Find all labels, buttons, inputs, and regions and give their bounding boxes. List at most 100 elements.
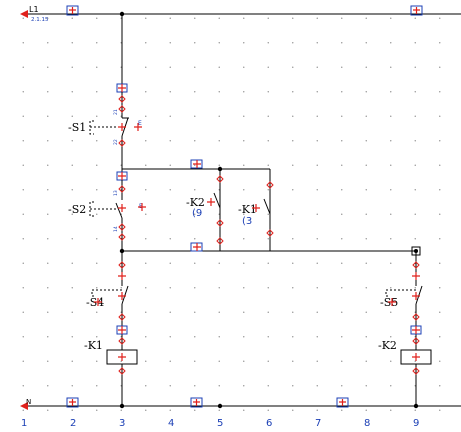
cross-icon: [412, 326, 420, 334]
column-number: 9: [413, 418, 419, 429]
k2-blade: [213, 192, 221, 209]
diamond-icon: [412, 367, 420, 375]
cross-icon: [118, 204, 126, 212]
diamond-icon: [266, 229, 274, 237]
cross-icon: [252, 204, 260, 212]
k1-coil-label: -K1: [84, 339, 103, 352]
diamond-icon: [266, 181, 274, 189]
s2-actuator-icon: [89, 201, 118, 217]
diamond-icon: [118, 233, 126, 241]
top-rail-arrow-icon: [20, 10, 28, 18]
cross-icon: [118, 172, 126, 180]
cross-icon: [118, 292, 126, 300]
k1-contact-ref: (3: [242, 216, 252, 227]
coil-k2[interactable]: -K2: [378, 339, 432, 365]
cross-icon: [118, 123, 126, 131]
s2-pin-bottom: 14: [113, 226, 119, 232]
cross-icon: [207, 198, 215, 206]
top-rail-label: L1: [29, 5, 39, 14]
column-number: 6: [266, 418, 272, 429]
switch-s2[interactable]: -S2 13 14 E: [68, 180, 143, 238]
diamond-icon: [118, 313, 126, 321]
bottom-rail-arrow-icon: [20, 402, 28, 410]
marker-crosses: [69, 7, 420, 406]
cross-icon: [94, 298, 102, 306]
diamond-icon: [118, 261, 126, 269]
k2-coil-label: -K2: [378, 339, 397, 352]
s1-pin-bottom: 22: [113, 139, 119, 145]
cross-icon: [193, 243, 201, 251]
s4-blade: [121, 285, 129, 305]
cross-icon: [118, 272, 126, 280]
s2-label: -S2: [68, 203, 86, 216]
coil-k1[interactable]: -K1: [84, 339, 138, 365]
k2-contact-label: -K2: [186, 196, 205, 209]
k1-blade: [263, 198, 271, 215]
cross-icon: [69, 399, 76, 406]
s2-blade: [115, 202, 123, 219]
diamond-icon: [412, 261, 420, 269]
diamond-icon: [216, 237, 224, 245]
column-number: 3: [119, 418, 125, 429]
cross-icon: [413, 7, 420, 14]
terminal-bottom-8[interactable]: [336, 397, 349, 408]
s4-actuator-icon: [91, 289, 122, 297]
cross-icon: [193, 160, 201, 168]
junction-right-dot: [414, 249, 418, 253]
cross-icon: [193, 399, 200, 406]
k1-coil-box: [106, 349, 138, 365]
switch-s1[interactable]: -S1 21 22 E: [68, 92, 142, 146]
rail-arrows: [20, 10, 28, 410]
marker-diamonds: [118, 95, 420, 375]
column-number: 4: [168, 418, 174, 429]
cross-icon: [412, 272, 420, 280]
diamond-icon: [118, 95, 126, 103]
s1-label: -S1: [68, 121, 86, 134]
s1-note: E: [138, 120, 142, 127]
contact-k2[interactable]: -K2 (9: [186, 169, 221, 251]
k2-coil-box: [400, 349, 432, 365]
terminal-top-9[interactable]: [410, 5, 423, 16]
k1-contact-label: -K1: [238, 203, 257, 216]
junction-bottom-right: [413, 403, 419, 409]
cross-icon: [118, 84, 126, 92]
cross-icon: [138, 203, 146, 211]
s5-blade: [415, 285, 423, 305]
cross-icon: [339, 399, 346, 406]
diamond-icon: [118, 105, 126, 113]
cross-icon: [388, 298, 396, 306]
diamond-icon: [216, 219, 224, 227]
k2-contact-ref: (9: [192, 208, 202, 219]
column-number: 7: [315, 418, 321, 429]
contact-k1[interactable]: -K1 (3: [238, 169, 271, 251]
diamond-icon: [412, 337, 420, 345]
cross-icon: [412, 353, 420, 361]
cross-icon: [69, 7, 76, 14]
diamond-icon: [216, 175, 224, 183]
cross-icon: [118, 326, 126, 334]
diamond-icon: [118, 139, 126, 147]
diamond-icon: [118, 367, 126, 375]
terminal-bottom-2[interactable]: [66, 397, 79, 408]
column-number: 8: [364, 418, 370, 429]
terminal-top-2[interactable]: [66, 5, 79, 16]
junction-bottom-mid: [217, 403, 223, 409]
terminal-bottom-5[interactable]: [190, 397, 203, 408]
diamond-icon: [412, 313, 420, 321]
top-rail-sublabel: 2.1.15: [31, 17, 49, 23]
cross-icon: [412, 292, 420, 300]
diamond-icon: [118, 337, 126, 345]
column-number: 2: [70, 418, 76, 429]
s2-pin-top: 13: [113, 190, 119, 196]
cross-icon: [134, 123, 142, 131]
diamond-icon: [118, 185, 126, 193]
junction-bottom-left: [119, 403, 125, 409]
cross-icon: [118, 353, 126, 361]
s1-pin-top: 21: [113, 109, 119, 115]
column-number: 1: [21, 418, 27, 429]
column-number: 5: [217, 418, 223, 429]
diamond-icon: [118, 223, 126, 231]
bottom-rail-label: N: [26, 398, 31, 406]
